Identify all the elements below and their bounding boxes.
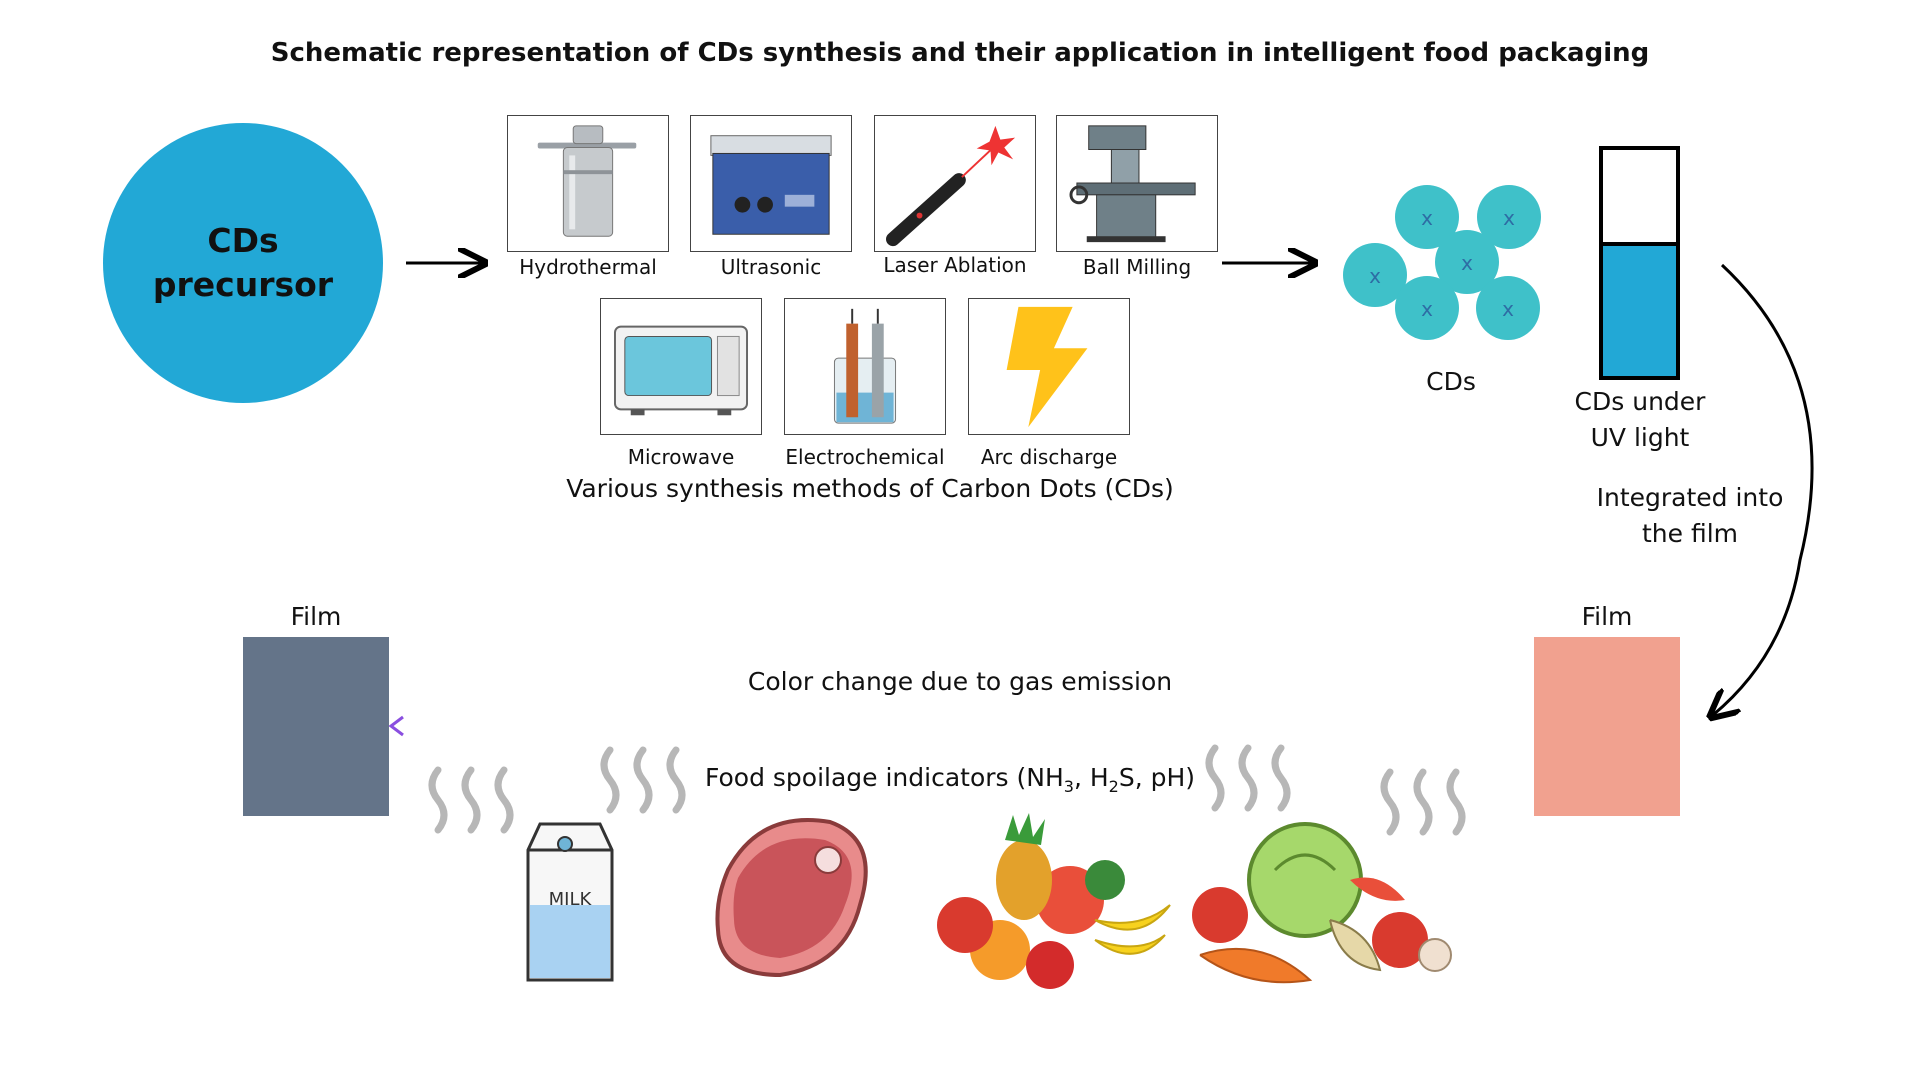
cds-particle-mark: x <box>1503 206 1515 230</box>
cds-particle-mark: x <box>1502 297 1514 321</box>
arrow-integration-curve <box>1713 263 1814 715</box>
arc-discharge-box <box>968 298 1130 435</box>
film-right-fresh <box>1534 637 1680 816</box>
film-right-label: Film <box>1581 602 1633 631</box>
milk-carton-text: MILK <box>549 889 593 910</box>
cds-particle-mark: x <box>1421 297 1433 321</box>
meat-steak-icon <box>715 818 868 978</box>
cds-precursor-circle: CDs precursor <box>103 123 383 403</box>
indicators-mid: , H <box>1073 763 1109 792</box>
vegetables-icon <box>1192 822 1452 984</box>
color-change-label: Color change due to gas emission <box>747 667 1173 696</box>
steam-icon-group <box>428 744 1466 836</box>
arc-discharge-label: Arc discharge <box>980 445 1118 469</box>
cds-particle-mark: x <box>1461 251 1473 275</box>
uv-tube-label-line2: UV light <box>1590 423 1690 452</box>
cds-particle <box>1476 276 1540 340</box>
indicators-sub-nh3: 3 <box>1063 777 1074 796</box>
laser-ablation-label: Laser Ablation <box>883 253 1027 277</box>
ultrasonic-bath-icon <box>710 135 832 235</box>
precursor-label-line2: precursor <box>152 265 334 304</box>
cds-particle-mark: x <box>1421 206 1433 230</box>
indicators-sub-h2s: 2 <box>1108 777 1119 796</box>
film-left-label: Film <box>290 602 342 631</box>
integration-label: Integrated into the film <box>1580 480 1800 552</box>
hydrothermal-label: Hydrothermal <box>519 255 657 279</box>
diagram-title: Schematic representation of CDs synthesi… <box>270 38 1650 68</box>
uv-tube-label: CDs under UV light <box>1560 384 1720 456</box>
ball-milling-box <box>1056 115 1218 252</box>
ultrasonic-box <box>690 115 852 252</box>
uv-tube <box>1599 146 1680 380</box>
electrochemical-cell-icon <box>833 308 897 424</box>
film-left-spoiled <box>243 637 389 816</box>
color-change-arrowhead <box>388 715 404 737</box>
electrochemical-label: Electrochemical <box>785 445 945 469</box>
electrochemical-box <box>784 298 946 435</box>
milling-machine-icon <box>1069 125 1196 243</box>
steam-icon <box>1205 744 1291 812</box>
cds-particle <box>1343 243 1407 307</box>
ultrasonic-label: Ultrasonic <box>720 255 822 279</box>
uv-tube-label-line1: CDs under <box>1574 387 1706 416</box>
ball-milling-label: Ball Milling <box>1082 255 1192 279</box>
steam-icon <box>428 766 514 834</box>
indicators-prefix: Food spoilage indicators (NH <box>704 763 1064 792</box>
laser-pointer-icon <box>886 125 1016 247</box>
cds-particle <box>1395 276 1459 340</box>
hydrothermal-box <box>507 115 669 252</box>
milk-carton-icon: MILK <box>526 822 614 982</box>
laser-ablation-box <box>874 115 1036 252</box>
microwave-box <box>600 298 762 435</box>
lightning-bolt-icon <box>1006 306 1088 428</box>
cds-particle <box>1477 185 1541 249</box>
cds-particle <box>1435 230 1499 294</box>
microwave-label: Microwave <box>627 445 735 469</box>
methods-caption: Various synthesis methods of Carbon Dots… <box>566 474 1174 503</box>
steam-icon <box>600 746 686 814</box>
spoilage-indicators-label: Food spoilage indicators (NH3, H2S, pH) <box>680 763 1220 796</box>
precursor-label-line1: CDs <box>207 221 279 260</box>
microwave-icon <box>613 325 749 416</box>
cds-particle-mark: x <box>1369 264 1381 288</box>
integration-label-line2: the film <box>1641 519 1739 548</box>
indicators-suffix: S, pH) <box>1118 763 1196 792</box>
steam-icon <box>1380 768 1466 836</box>
fruits-icon <box>937 813 1171 989</box>
cds-particles: x x x x x x <box>1343 185 1541 340</box>
cds-particle <box>1395 185 1459 249</box>
cds-label: CDs <box>1426 367 1476 396</box>
autoclave-icon <box>537 125 637 237</box>
integration-label-line1: Integrated into <box>1596 483 1784 512</box>
